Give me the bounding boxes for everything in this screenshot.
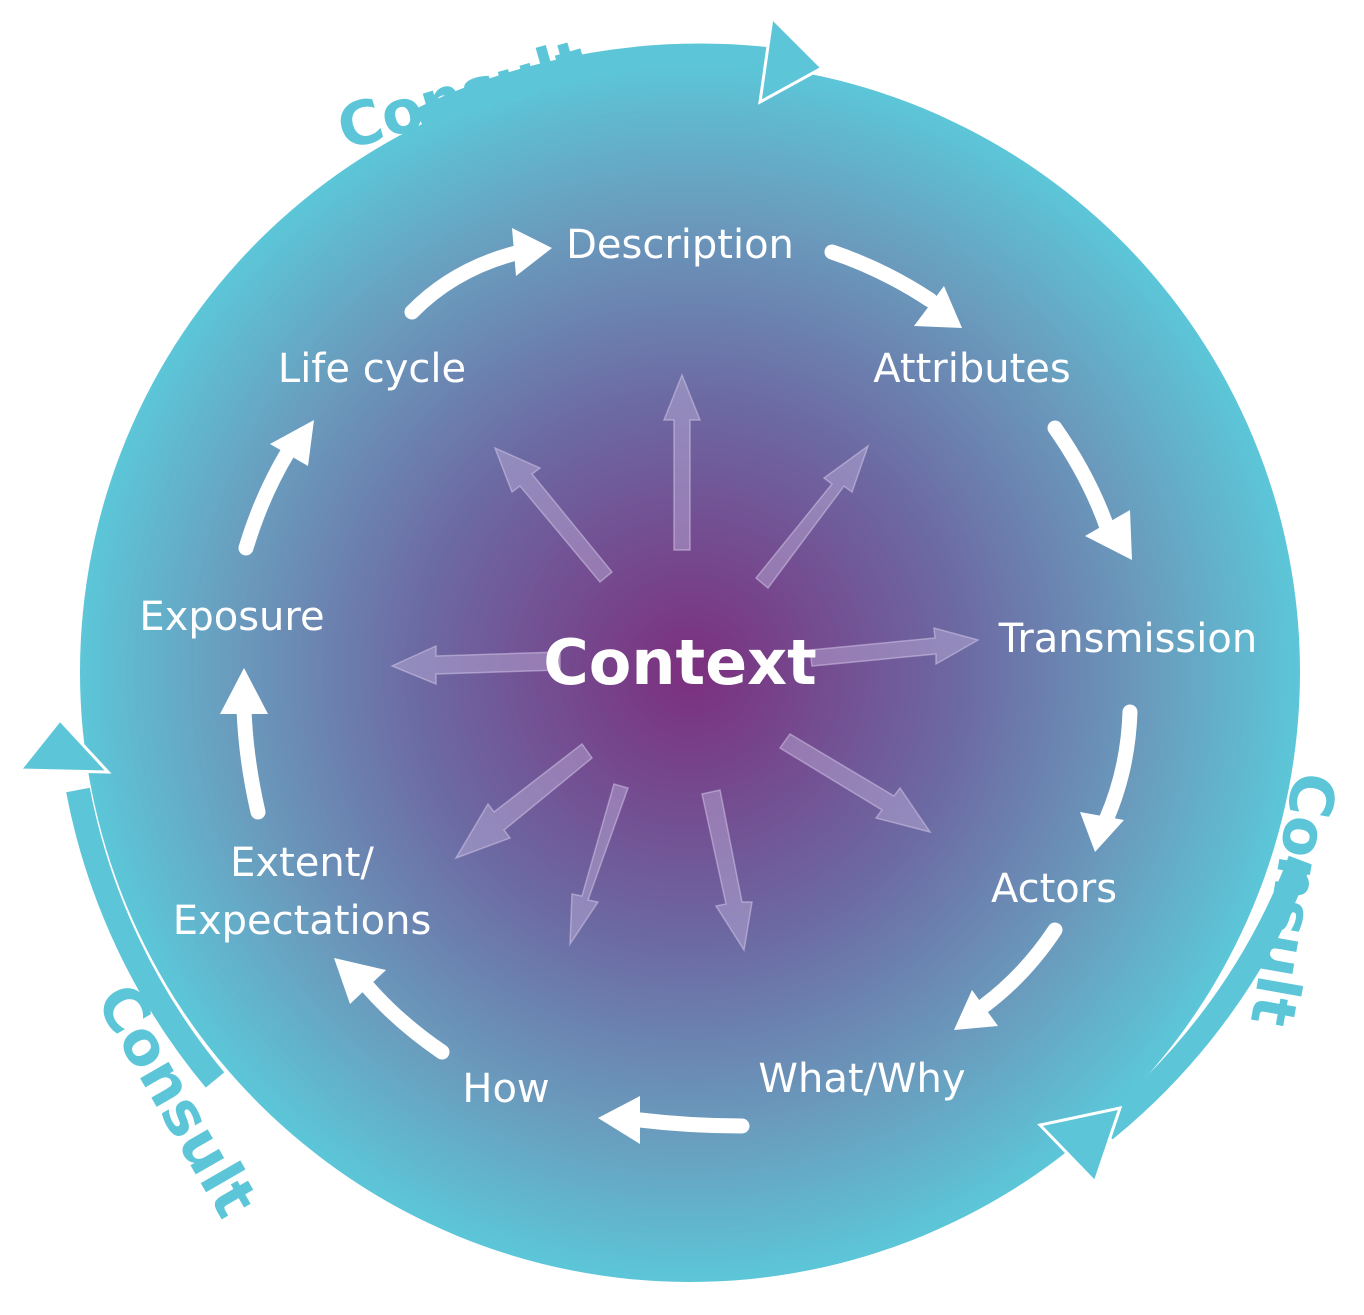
- node-attributes: Attributes: [873, 346, 1070, 392]
- center-label-context: Context: [543, 626, 817, 699]
- arrow-transmission-actors-head: [1080, 812, 1124, 852]
- ray-up: [662, 372, 702, 551]
- arrow-extent-exposure-head: [220, 668, 268, 714]
- arrow-whatwhy-how-head: [598, 1096, 640, 1144]
- consult-arrow-right: [1097, 855, 1312, 1140]
- arrow-transmission-actors: [1098, 704, 1138, 828]
- node-actors: Actors: [991, 866, 1117, 912]
- cycle-arrows: [220, 228, 1138, 1144]
- consult-arrow-right-head: [1037, 1105, 1123, 1185]
- context-rays: [390, 372, 980, 953]
- consult-arrow-left: [66, 787, 225, 1088]
- arrow-exposure-lifecycle-head: [270, 420, 314, 466]
- arrow-attributes-transmission-head: [1085, 510, 1132, 560]
- consult-arrow-left-head: [16, 717, 112, 774]
- node-extent: Extent/: [230, 840, 374, 886]
- ray-up-left: [493, 446, 614, 584]
- arrow-extent-exposure: [236, 702, 266, 820]
- node-life-cycle: Life cycle: [278, 346, 466, 392]
- node-what-why: What/Why: [758, 1056, 965, 1102]
- consult-arrow-top-head: [758, 14, 825, 105]
- arrow-actors-whatwhy: [977, 922, 1063, 1013]
- ray-down-right: [778, 733, 932, 834]
- consult-arrow-top: [414, 43, 777, 131]
- ray-up-right: [754, 443, 870, 590]
- arrow-exposure-lifecycle: [238, 444, 296, 556]
- node-transmission: Transmission: [998, 616, 1257, 662]
- arrow-attributes-transmission: [1047, 420, 1116, 538]
- node-exposure: Exposure: [139, 594, 324, 640]
- node-description: Description: [566, 222, 794, 268]
- arrow-actors-whatwhy-head: [954, 990, 998, 1030]
- node-expectations: Expectations: [173, 898, 432, 944]
- arrow-lifecycle-description-head: [512, 228, 552, 276]
- arrow-how-extent: [358, 977, 450, 1060]
- ray-right: [809, 626, 980, 667]
- node-how: How: [462, 1066, 549, 1112]
- arrow-description-attributes: [824, 244, 938, 308]
- arrow-how-extent-head: [334, 958, 386, 1004]
- arrow-lifecycle-description: [404, 244, 528, 320]
- context-disc: [80, 62, 1300, 1282]
- cycle-nodes: Description Attributes Transmission Acto…: [139, 222, 1257, 1112]
- ray-left: [390, 644, 561, 686]
- arrow-description-attributes-head: [914, 286, 962, 328]
- ray-down-2: [701, 789, 753, 953]
- ray-down: [569, 783, 629, 947]
- ray-down-left: [454, 742, 594, 860]
- arrow-whatwhy-how: [632, 1112, 750, 1134]
